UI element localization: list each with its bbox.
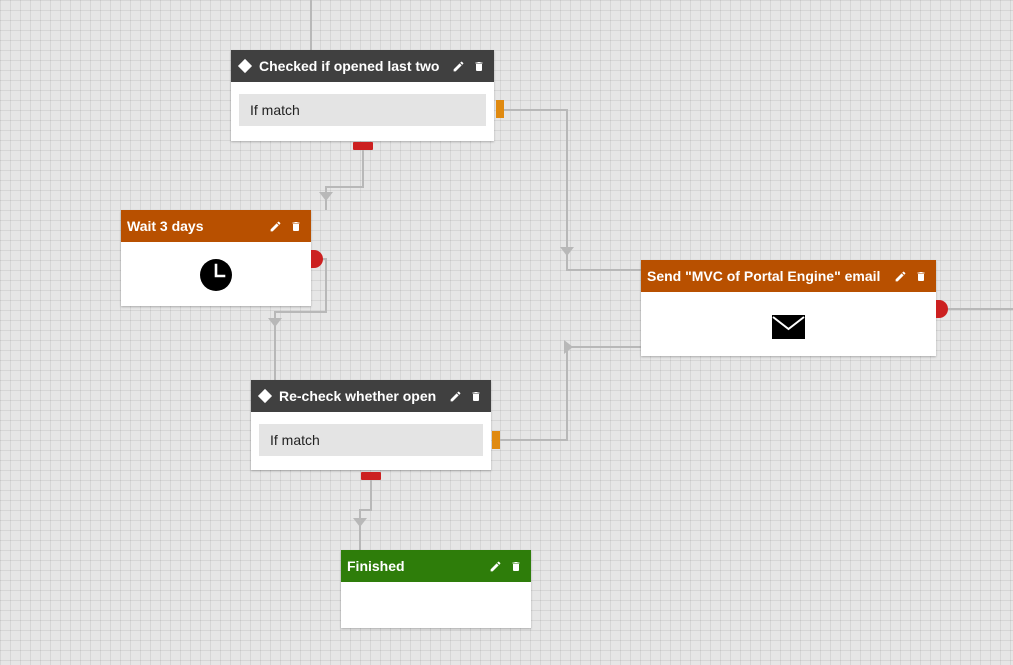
action-node-send-email[interactable]: Send "MVC of Portal Engine" email bbox=[641, 260, 948, 356]
true-port[interactable] bbox=[492, 431, 500, 449]
clock-icon bbox=[200, 259, 232, 296]
edit-icon[interactable] bbox=[446, 387, 464, 405]
connector-check-false-to-wait bbox=[325, 150, 364, 210]
arrow-into-recheck bbox=[268, 318, 282, 327]
arrow-into-email-from-check bbox=[560, 247, 574, 256]
condition-node-check-opened[interactable]: Checked if opened last two If match bbox=[231, 50, 504, 150]
edit-icon[interactable] bbox=[266, 217, 284, 235]
false-port[interactable] bbox=[361, 472, 381, 480]
delete-icon[interactable] bbox=[467, 387, 485, 405]
finish-node[interactable]: Finished bbox=[341, 550, 531, 628]
edit-icon[interactable] bbox=[449, 57, 467, 75]
output-port[interactable] bbox=[311, 250, 323, 268]
diamond-icon bbox=[237, 58, 253, 74]
node-title: Finished bbox=[347, 558, 405, 574]
node-header[interactable]: Re-check whether open bbox=[251, 380, 491, 412]
delete-icon[interactable] bbox=[470, 57, 488, 75]
edit-icon[interactable] bbox=[486, 557, 504, 575]
node-header[interactable]: Checked if opened last two bbox=[231, 50, 494, 82]
connector-recheck-true-to-email bbox=[500, 346, 641, 441]
true-port[interactable] bbox=[496, 100, 504, 118]
envelope-icon bbox=[772, 315, 805, 344]
case-if-match[interactable]: If match bbox=[259, 424, 483, 456]
node-header[interactable]: Send "MVC of Portal Engine" email bbox=[641, 260, 936, 292]
arrow-into-finished bbox=[353, 518, 367, 527]
arrow-into-wait bbox=[319, 192, 333, 201]
node-header[interactable]: Wait 3 days bbox=[121, 210, 311, 242]
false-port[interactable] bbox=[353, 142, 373, 150]
action-node-wait[interactable]: Wait 3 days bbox=[121, 210, 323, 306]
node-title: Re-check whether open bbox=[279, 388, 437, 404]
arrow-into-email-from-recheck bbox=[564, 340, 573, 354]
connector-check-true-to-email bbox=[504, 109, 641, 271]
node-header[interactable]: Finished bbox=[341, 550, 531, 582]
node-title: Wait 3 days bbox=[127, 218, 204, 234]
node-title: Checked if opened last two bbox=[259, 58, 440, 74]
delete-icon[interactable] bbox=[287, 217, 305, 235]
case-if-match[interactable]: If match bbox=[239, 94, 486, 126]
node-title: Send "MVC of Portal Engine" email bbox=[647, 268, 881, 284]
connector-recheck-false-to-finished bbox=[359, 480, 372, 550]
condition-node-recheck[interactable]: Re-check whether open If match bbox=[251, 380, 500, 480]
delete-icon[interactable] bbox=[912, 267, 930, 285]
delete-icon[interactable] bbox=[507, 557, 525, 575]
diamond-icon bbox=[257, 388, 273, 404]
output-port[interactable] bbox=[936, 300, 948, 318]
edit-icon[interactable] bbox=[891, 267, 909, 285]
